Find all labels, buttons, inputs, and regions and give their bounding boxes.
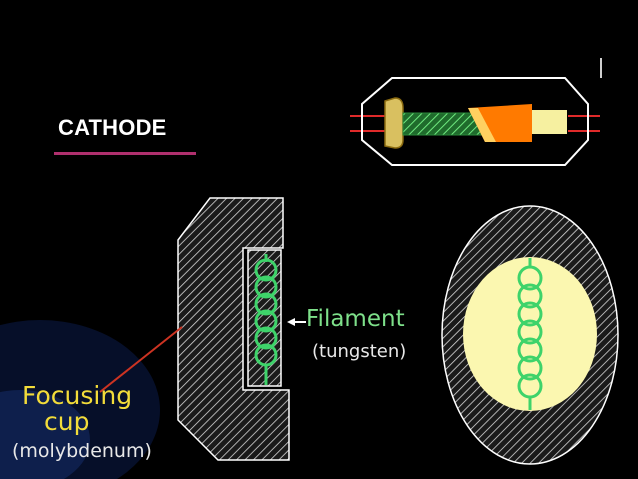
focusing-cup bbox=[99, 197, 306, 461]
filament-material-label: (tungsten) bbox=[312, 341, 407, 362]
focusing-cup-body bbox=[177, 197, 290, 461]
focusing-cup-label-line1: Focusing bbox=[22, 381, 133, 410]
anode-stem bbox=[532, 110, 567, 134]
xray-tube-illustration bbox=[350, 77, 600, 166]
focusing-cup-material-label: (molybdenum) bbox=[12, 440, 152, 462]
glass-envelope bbox=[361, 77, 589, 166]
anode-bevel bbox=[468, 108, 496, 142]
focal-spot-view bbox=[441, 205, 619, 465]
filament-arrow bbox=[287, 318, 306, 326]
filament-label: Filament bbox=[306, 306, 405, 332]
filament-rod bbox=[402, 112, 484, 136]
title-underline bbox=[54, 152, 196, 155]
focusing-cup-label-line2: cup bbox=[44, 407, 90, 436]
cup-pointer-line bbox=[99, 326, 183, 393]
page-title: CATHODE bbox=[58, 115, 167, 140]
filament-coil bbox=[254, 254, 278, 385]
filament-coil-end-view bbox=[517, 258, 543, 410]
background-glow bbox=[0, 320, 160, 479]
cathode-head bbox=[384, 97, 404, 149]
edge-mark bbox=[600, 58, 602, 78]
emission-area bbox=[463, 257, 597, 411]
